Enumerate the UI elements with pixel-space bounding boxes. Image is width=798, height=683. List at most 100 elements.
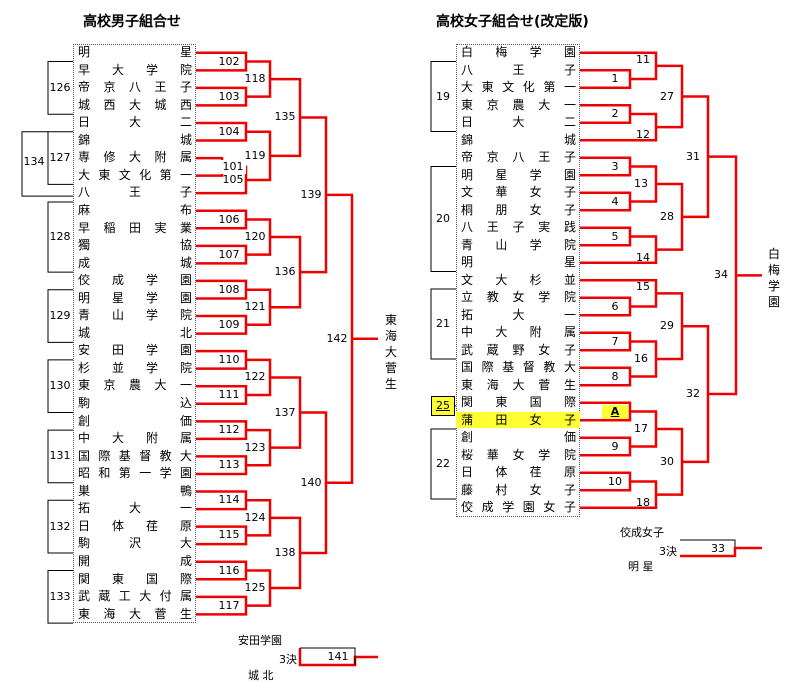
team-name: 明星 <box>78 45 192 59</box>
match-number: 4 <box>602 194 628 209</box>
match-number: 116 <box>218 563 240 577</box>
group-number: 25 <box>431 396 455 416</box>
group-number: 131 <box>49 449 71 463</box>
team-name: 八王子 <box>78 185 192 200</box>
team-name: 文大杉並 <box>461 272 576 287</box>
group-bracket <box>47 201 73 273</box>
match-number: 106 <box>218 212 240 226</box>
match-number: 123 <box>244 440 266 454</box>
team-name: 藤村女子 <box>461 482 576 497</box>
group-bracket <box>47 359 73 414</box>
team-name: 武蔵野女子 <box>461 342 576 357</box>
team-name: 大東文化第一 <box>78 167 192 182</box>
third-place-box <box>300 647 356 665</box>
team-name: 中大附属 <box>461 325 576 339</box>
third-place-match: 141 <box>327 650 349 663</box>
team-name: 大東文化第一 <box>461 80 576 94</box>
team-name: 成城 <box>78 255 192 270</box>
match-number: 122 <box>244 370 266 384</box>
group-bracket <box>430 166 456 272</box>
match-number: 105 <box>222 173 244 186</box>
group-bracket <box>47 289 73 343</box>
champion-name: 白梅学園 <box>767 247 780 309</box>
team-name: 関東国際 <box>461 395 576 409</box>
match-number: 117 <box>218 598 240 612</box>
girls-title: 高校女子組合せ(改定版) <box>436 14 589 30</box>
group-bracket <box>430 428 456 500</box>
match-number: 109 <box>218 317 240 331</box>
match-number: 34 <box>714 268 728 282</box>
match-number: 101 <box>220 159 246 174</box>
match-number: 142 <box>326 331 348 345</box>
group-number: 130 <box>49 379 71 393</box>
team-name: 昭和第一学園 <box>78 466 192 481</box>
third-place-team: 明 星 <box>628 560 654 573</box>
third-place-team: 佼成女子 <box>620 526 664 539</box>
match-number: 12 <box>636 128 650 142</box>
team-name: 東京農大一 <box>78 378 192 393</box>
team-name: 中大附属 <box>78 431 192 446</box>
team-name: 八王子 <box>461 62 576 77</box>
match-number: 18 <box>636 495 650 509</box>
match-number: 112 <box>218 423 240 437</box>
match-number: 2 <box>602 107 628 121</box>
match-number: 8 <box>602 369 628 384</box>
match-number: 124 <box>244 510 266 524</box>
group-bracket <box>47 429 73 484</box>
match-number: 5 <box>602 229 628 244</box>
match-number: 107 <box>218 247 240 261</box>
match-number: 1 <box>602 72 628 86</box>
group-number: 132 <box>49 519 71 533</box>
match-number: 9 <box>602 439 628 454</box>
group-number: 19 <box>432 90 454 103</box>
team-name: 東海大菅生 <box>78 606 192 621</box>
match-number: A <box>602 404 628 419</box>
team-name: 日大二 <box>461 115 576 129</box>
team-name: 城北 <box>78 325 192 340</box>
team-name: 国際基督教大 <box>461 360 576 374</box>
team-name: 早稲田実業 <box>78 220 192 235</box>
match-number: 11 <box>636 52 650 66</box>
team-name: 東海大菅生 <box>461 377 576 392</box>
match-number: 136 <box>274 265 296 279</box>
match-number: 28 <box>660 209 674 223</box>
third-place-label: 3決 <box>279 653 297 666</box>
team-name: 武蔵工大付属 <box>78 589 192 604</box>
team-name: 蒲田女子 <box>456 411 580 428</box>
match-number: 119 <box>244 148 266 162</box>
team-name: 八王子実践 <box>461 220 576 234</box>
team-name: 桐朋女子 <box>461 202 576 217</box>
group-number: 126 <box>49 80 71 94</box>
group-bracket <box>430 61 456 132</box>
team-name: 帝京八王子 <box>78 80 192 95</box>
match-number: 30 <box>660 454 674 468</box>
boys-title: 高校男子組合せ <box>83 14 181 30</box>
match-number: 29 <box>660 319 674 333</box>
group-bracket <box>47 131 73 185</box>
match-number: 108 <box>218 282 240 296</box>
match-number: 10 <box>602 474 628 489</box>
match-number: 13 <box>634 177 648 190</box>
team-name: 創価 <box>461 430 576 444</box>
match-number: 137 <box>274 405 296 419</box>
match-number: 114 <box>218 493 240 507</box>
group-number: 128 <box>49 230 71 244</box>
group-number: 21 <box>432 318 454 330</box>
match-number: 121 <box>244 300 266 314</box>
match-number: 120 <box>244 230 266 244</box>
match-number: 125 <box>244 581 266 595</box>
team-name: 安田学園 <box>78 343 192 358</box>
team-name: 駒沢大 <box>78 536 192 551</box>
team-name: 明星 <box>461 255 576 269</box>
team-name: 佼成学園 <box>78 273 192 288</box>
third-place-label: 3決 <box>659 545 677 558</box>
team-name: 創価 <box>78 413 192 428</box>
group-bracket <box>47 61 73 115</box>
team-name: 日体荏原 <box>78 518 192 533</box>
team-name: 錦城 <box>78 132 192 147</box>
match-number: 118 <box>244 72 266 86</box>
group-number: 20 <box>432 213 454 225</box>
team-name: 駒込 <box>78 396 192 410</box>
team-name: 桜華女学院 <box>461 447 576 462</box>
